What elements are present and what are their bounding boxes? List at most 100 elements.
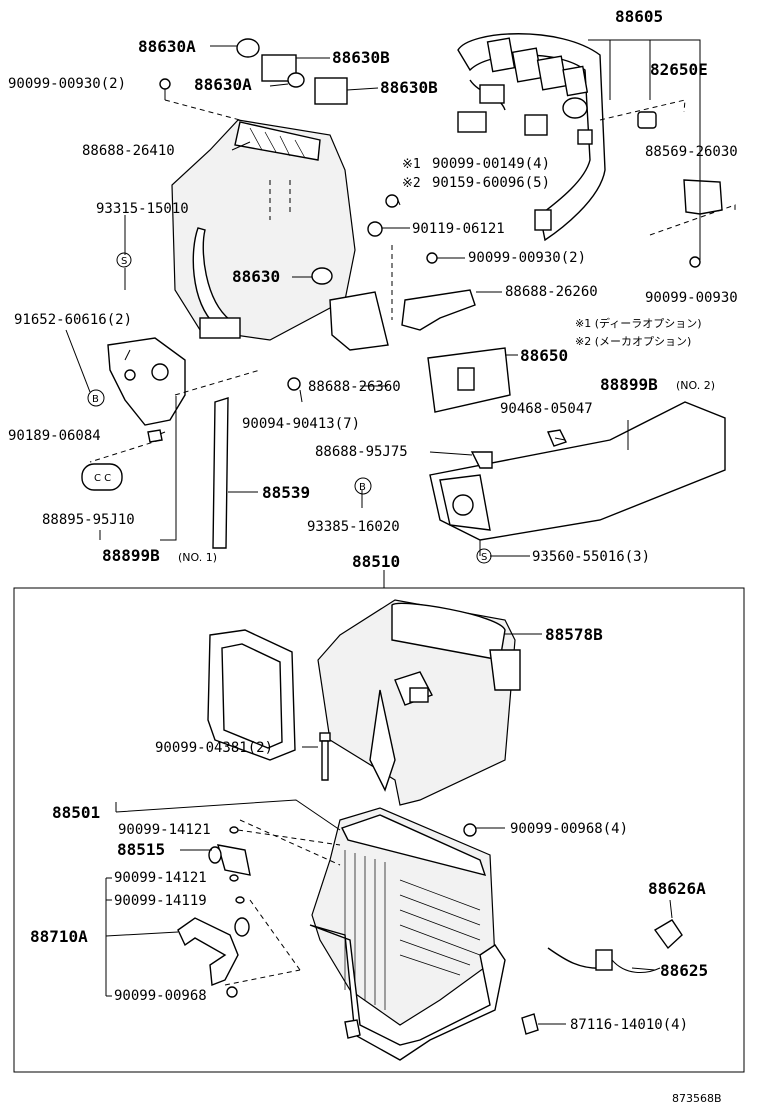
label-90099-14119: 90099-14119 [114, 893, 207, 909]
bracket-91652 [107, 337, 186, 426]
label-93315-15010: 93315-15010 [96, 201, 189, 217]
label-90119-06121: 90119-06121 [412, 221, 505, 237]
pipe-88710A [177, 917, 250, 986]
o-ring-14119 [235, 896, 245, 904]
label-88688-26410: 88688-26410 [82, 143, 175, 159]
circle-B-91652: B [87, 389, 105, 407]
svg-text:B: B [359, 482, 366, 493]
bracket-88569 [683, 179, 723, 215]
relay-88630A-top [236, 38, 260, 58]
label-90099-00930-2a: 90099-00930(2) [8, 76, 126, 92]
blower-housing [317, 599, 521, 806]
label-88710A: 88710A [30, 927, 88, 946]
label-88630A-1: 88630A [138, 37, 196, 56]
label-88569-26030: 88569-26030 [645, 144, 738, 160]
screw-90159 [385, 194, 399, 208]
label-90468-05047: 90468-05047 [500, 401, 593, 417]
label-90099-14121-b: 90099-14121 [114, 870, 207, 886]
label-82650E: 82650E [650, 60, 708, 79]
label-88578B: 88578B [545, 625, 603, 644]
assembly-88510-box [13, 587, 745, 1073]
expansion-valve-88515 [208, 844, 251, 876]
label-88895-95J10: 88895-95J10 [42, 512, 135, 528]
evaporator-case [309, 807, 506, 1061]
figure-id: 873568B [672, 1092, 722, 1105]
relay-88630A-mid [287, 72, 305, 88]
label-90099-04381: 90099-04381(2) [155, 740, 273, 756]
label-88515: 88515 [117, 840, 165, 859]
relay-88630B-top [261, 54, 297, 82]
clip-87116 [521, 1013, 539, 1035]
svg-text:S: S [121, 256, 127, 267]
svg-text:S: S [481, 552, 487, 563]
label-90099-00930-c: 90099-00930 [645, 290, 738, 306]
o-ring-14121a [229, 826, 239, 834]
clip-90189 [147, 429, 163, 443]
circle-S-93315: S [116, 252, 132, 268]
label-88899B-no1: 88899B [102, 546, 160, 565]
bracket-88688-26260 [401, 289, 476, 331]
duct-88899B-no2 [429, 401, 726, 541]
bolt-90099-04381 [319, 732, 331, 781]
mark-1: ※1 [402, 157, 421, 172]
wiring-harness-88605 [457, 33, 606, 242]
note-dealer-option: ※1 (ディーラオプション) [575, 316, 702, 330]
label-93560-55016: 93560-55016(3) [532, 549, 650, 565]
screw-90099-00930-b [426, 252, 438, 264]
label-87116-14010: 87116-14010(4) [570, 1017, 688, 1033]
screw-90119 [367, 221, 383, 237]
label-88539: 88539 [262, 483, 310, 502]
bracket-88688-95J75 [470, 451, 493, 469]
label-88688-95J75: 88688-95J75 [315, 444, 408, 460]
screw-90099-00930-c [689, 256, 701, 268]
label-88650: 88650 [520, 346, 568, 365]
label-90159-60096: 90159-60096(5) [432, 175, 550, 191]
label-93385-16020: 93385-16020 [307, 519, 400, 535]
label-88688-26360: 88688-26360 [308, 379, 401, 395]
clip-88626A [653, 919, 683, 950]
upper-housing [171, 119, 356, 341]
mark-2: ※2 [402, 176, 421, 191]
label-88510: 88510 [352, 552, 400, 571]
label-90099-14121-a: 90099-14121 [118, 822, 211, 838]
screw-90099-00968 [463, 823, 477, 837]
label-88626A: 88626A [648, 879, 706, 898]
label-90099-00149: 90099-00149(4) [432, 156, 550, 172]
label-90099-00930-2b: 90099-00930(2) [468, 250, 586, 266]
screw-90099-00930-a [159, 78, 171, 90]
label-88630: 88630 [232, 267, 280, 286]
wire-88625 [547, 947, 661, 973]
note-maker-option: ※2 (メーカオプション) [575, 335, 691, 348]
label-88899B-no2-suffix: (NO. 2) [676, 379, 715, 392]
circle-B-93385: B [354, 477, 372, 495]
svg-text:C C: C C [94, 473, 111, 484]
drain-tube-88539 [212, 397, 229, 549]
label-90094-90413: 90094-90413(7) [242, 416, 360, 432]
part-82650E [637, 111, 657, 129]
amplifier-88650 [427, 347, 511, 413]
label-88630B-1: 88630B [332, 48, 390, 67]
label-88605: 88605 [615, 7, 663, 26]
label-88899B-no1-suffix: (NO. 1) [178, 551, 217, 564]
sensor-88630 [311, 267, 333, 285]
screw-90094 [287, 377, 301, 391]
label-90189-06084: 90189-06084 [8, 428, 101, 444]
circle-S-93560: S [476, 548, 492, 564]
o-ring-14121b [229, 874, 239, 882]
label-88501: 88501 [52, 803, 100, 822]
filter-frame [207, 629, 296, 761]
label-88630B-2: 88630B [380, 78, 438, 97]
screw-90099-00968-b [226, 986, 238, 998]
label-88625: 88625 [660, 961, 708, 980]
bracket-88688-26360 [329, 291, 389, 351]
label-90099-00968-b: 90099-00968 [114, 988, 207, 1004]
relay-88630B-mid [314, 77, 348, 105]
label-91652-60616: 91652-60616(2) [14, 312, 132, 328]
label-90099-00968: 90099-00968(4) [510, 821, 628, 837]
label-88688-26260: 88688-26260 [505, 284, 598, 300]
svg-text:B: B [92, 394, 99, 405]
label-88899B-no2: 88899B [600, 375, 658, 394]
grommet-88895: C C [81, 463, 123, 491]
label-88630A-2: 88630A [194, 75, 252, 94]
